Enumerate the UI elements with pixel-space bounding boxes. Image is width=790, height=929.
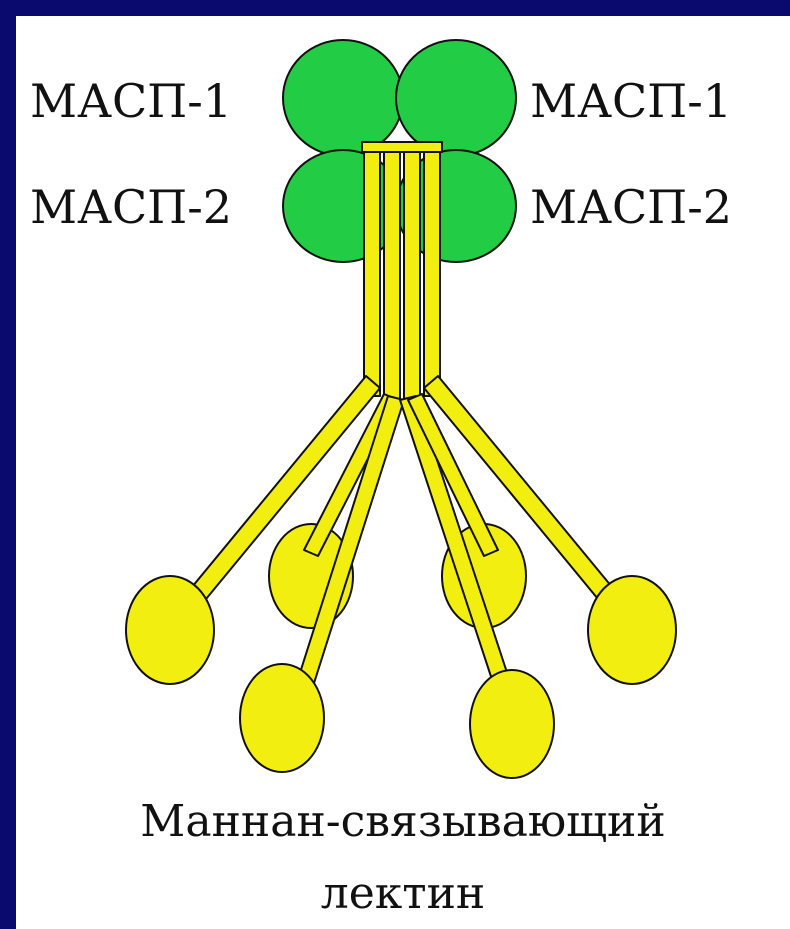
caption-line-2: лектин [16,872,790,916]
lectin-head-bottom-left [240,664,324,772]
masp1-right-domain [396,40,516,156]
masp1-right-label: МАСП-1 [530,78,732,124]
lectin-head-outer-left [126,576,214,684]
lectin-stalk-1 [364,146,380,396]
mbl-masp-diagram [16,16,790,929]
lectin-structure [126,142,676,778]
lectin-head-bottom-right [470,670,554,778]
masp2-left-label: МАСП-2 [30,184,232,230]
masp1-left-domain [283,40,403,156]
masp2-right-label: МАСП-2 [530,184,732,230]
lectin-stalk-2 [384,146,400,406]
lectin-stalk-4 [424,146,440,396]
caption-line-1: Маннан-связывающий [16,800,790,844]
lectin-head-outer-right [588,576,676,684]
masp1-left-label: МАСП-1 [30,78,232,124]
lectin-stalk-3 [404,146,420,406]
lectin-stalk-cap [362,142,442,152]
diagram-panel: МАСП-1 МАСП-1 МАСП-2 МАСП-2 Маннан-связы… [16,16,790,929]
